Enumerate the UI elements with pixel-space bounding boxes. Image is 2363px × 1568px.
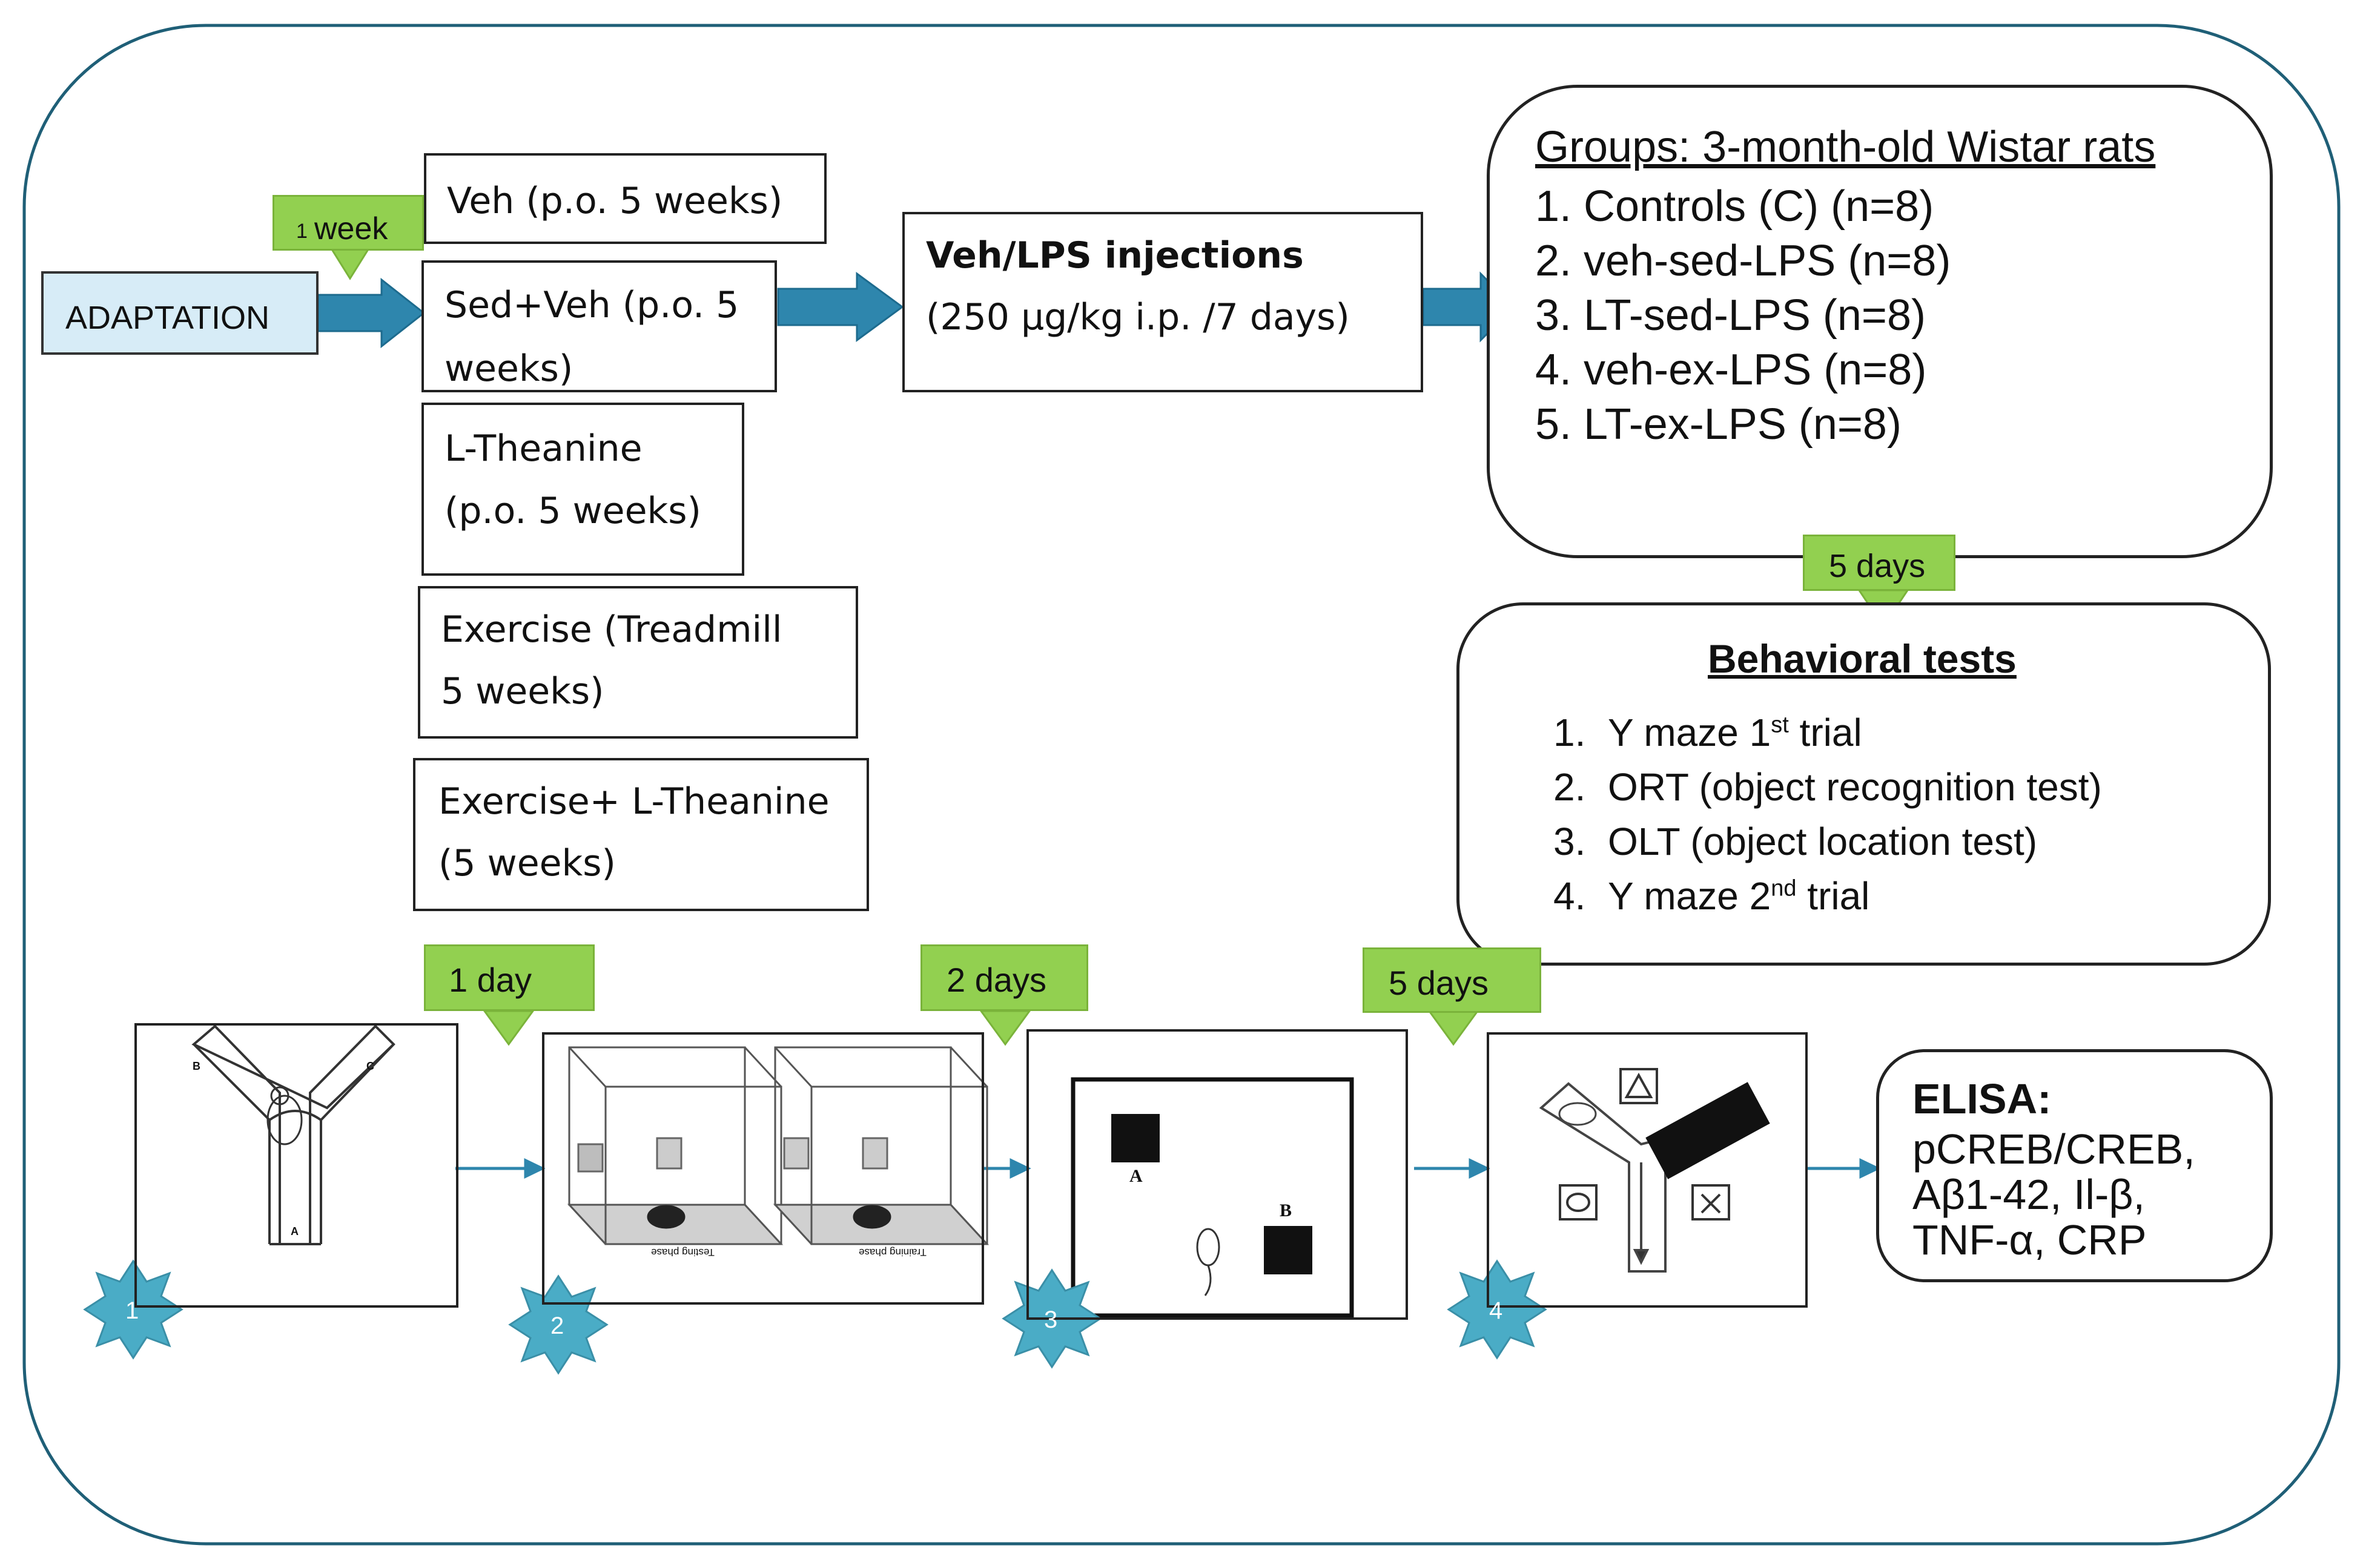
rat-icon (1558, 1102, 1597, 1126)
y-maze-arm-b-label: B (193, 1060, 200, 1072)
ort-training-phase-label: Training phase (859, 1247, 927, 1258)
behavioral-tests-box: Behavioral tests 1. Y maze 1st trial 2. … (1456, 602, 2271, 966)
test-item-text: Y maze 2 (1608, 874, 1771, 918)
test-number: 4. (1553, 874, 1586, 918)
treatment-exercise-box: Exercise (Treadmill 5 weeks) (418, 586, 858, 739)
behavioral-tests-title: Behavioral tests (1708, 636, 2017, 681)
arrow-adaptation-to-treatments (317, 277, 426, 349)
treatment-exercise-l-theanine-box: Exercise+ L-Theanine (5 weeks) (413, 758, 869, 911)
test-item-post: trial (1796, 874, 1870, 918)
cross-object (1691, 1184, 1730, 1220)
treatment-label-line2: weeks) (445, 348, 573, 390)
olt-arena-drawing (1071, 1077, 1354, 1318)
treatment-l-theanine-box: L-Theanine (p.o. 5 weeks) (421, 403, 744, 576)
object-a (1111, 1114, 1160, 1162)
test-item: OLT (object location test) (1608, 820, 2038, 863)
triangle-object (1619, 1068, 1658, 1104)
badge-4-number: 4 (1489, 1297, 1503, 1324)
elisa-box: ELISA: pCREB/CREB, Aβ1-42, Il-β, TNF-α, … (1876, 1049, 2273, 1282)
rat-icon (266, 1095, 303, 1145)
test-item-sup: st (1771, 712, 1789, 738)
object-b (1264, 1226, 1312, 1274)
panel-y-maze-2 (1487, 1032, 1808, 1308)
y-maze-2-drawing (1539, 1068, 1770, 1273)
treatment-label: Sed+Veh (p.o. 5 (445, 284, 739, 326)
adaptation-delay-label: 1 week (273, 195, 424, 251)
delay-5-days-text: 5 days (1389, 964, 1489, 1002)
y-maze-arm-c-label: C (366, 1060, 374, 1072)
cylinder-object (656, 1137, 682, 1170)
arrow-treatments-to-injection (777, 272, 904, 342)
elisa-line: TNF-α, CRP (1912, 1216, 2147, 1263)
test-item-post: trial (1788, 711, 1862, 754)
adaptation-delay-text: week (314, 211, 388, 246)
treatment-sed-veh-box: Sed+Veh (p.o. 5 weeks) (421, 260, 777, 392)
delay-1-day-text: 1 day (449, 961, 532, 999)
panel-ort (542, 1032, 984, 1305)
elisa-line: Aβ1-42, Il-β, (1912, 1171, 2145, 1218)
group-item: 2. veh-sed-LPS (n=8) (1535, 237, 1951, 285)
groups-box: Groups: 3-month-old Wistar rats 1. Contr… (1487, 85, 2273, 558)
badge-2-number: 2 (550, 1313, 564, 1339)
ort-testing-phase-label: Testing phase (651, 1247, 715, 1258)
blocked-arm (1645, 1082, 1770, 1179)
y-maze-arm-a-label: A (291, 1225, 299, 1237)
badge-3-number: 3 (1044, 1306, 1058, 1333)
olt-object-a-label: A (1129, 1166, 1143, 1186)
cube-object (577, 1143, 604, 1173)
badge-1-shape (83, 1259, 183, 1360)
test-item: Y maze 1st trial (1608, 713, 1862, 752)
group-item: 1. Controls (C) (n=8) (1535, 182, 1934, 231)
outer-frame (22, 24, 2341, 1546)
treatment-label-line2: (5 weeks) (438, 842, 616, 884)
groups-title: Groups: 3-month-old Wistar rats (1535, 123, 2156, 171)
test-item-text: Y maze 1 (1608, 711, 1771, 754)
injection-box: Veh/LPS injections (250 μg/kg i.p. /7 da… (902, 212, 1423, 392)
circle-object (1559, 1184, 1598, 1220)
mouse-icon (853, 1205, 891, 1229)
treatment-label: L-Theanine (445, 427, 643, 470)
elisa-title: ELISA: (1912, 1075, 2052, 1122)
test-number: 3. (1553, 820, 1586, 863)
delay-to-tests-label: 5 days (1803, 535, 1955, 591)
test-item-sup: nd (1771, 875, 1797, 901)
test-item: ORT (object recognition test) (1608, 765, 2102, 809)
delay-2-days-label: 2 days (920, 944, 1088, 1011)
group-item: 4. veh-ex-LPS (n=8) (1535, 346, 1927, 394)
panel-olt (1026, 1029, 1408, 1320)
adaptation-box: ADAPTATION (41, 271, 319, 355)
mouse-icon (647, 1205, 686, 1229)
treatment-veh-box: Veh (p.o. 5 weeks) (424, 153, 827, 244)
panel-y-maze-1 (134, 1023, 458, 1308)
treatment-label: Veh (p.o. 5 weeks) (447, 180, 783, 222)
badge-4-shape (1447, 1259, 1547, 1360)
olt-object-b-label: B (1280, 1201, 1292, 1220)
adaptation-label: ADAPTATION (65, 300, 270, 336)
treatment-label-line2: (p.o. 5 weeks) (445, 490, 701, 532)
cylinder-object (783, 1137, 810, 1170)
test-item: Y maze 2nd trial (1608, 877, 1869, 915)
group-item: 5. LT-ex-LPS (n=8) (1535, 400, 1902, 449)
test-number: 1. (1553, 711, 1586, 754)
delay-to-tests-text: 5 days (1829, 548, 1926, 584)
cylinder-object (862, 1137, 888, 1170)
delay-1-day-label: 1 day (424, 944, 595, 1011)
elisa-line: pCREB/CREB, (1912, 1125, 2195, 1173)
badge-1-number: 1 (125, 1297, 139, 1324)
adaptation-delay-number: 1 (296, 220, 308, 243)
injection-detail: (250 μg/kg i.p. /7 days) (926, 296, 1350, 338)
test-number: 2. (1553, 765, 1586, 809)
treatment-label: Exercise+ L-Theanine (438, 780, 830, 823)
y-maze-drawing (191, 1024, 395, 1245)
treatment-label: Exercise (Treadmill (441, 608, 782, 651)
injection-title: Veh/LPS injections (926, 234, 1304, 277)
delay-2-days-text: 2 days (947, 961, 1046, 999)
ort-cages-drawing (567, 1046, 990, 1245)
group-item: 3. LT-sed-LPS (n=8) (1535, 291, 1926, 340)
delay-5-days-label: 5 days (1363, 947, 1541, 1013)
treatment-label-line2: 5 weeks) (441, 670, 604, 713)
